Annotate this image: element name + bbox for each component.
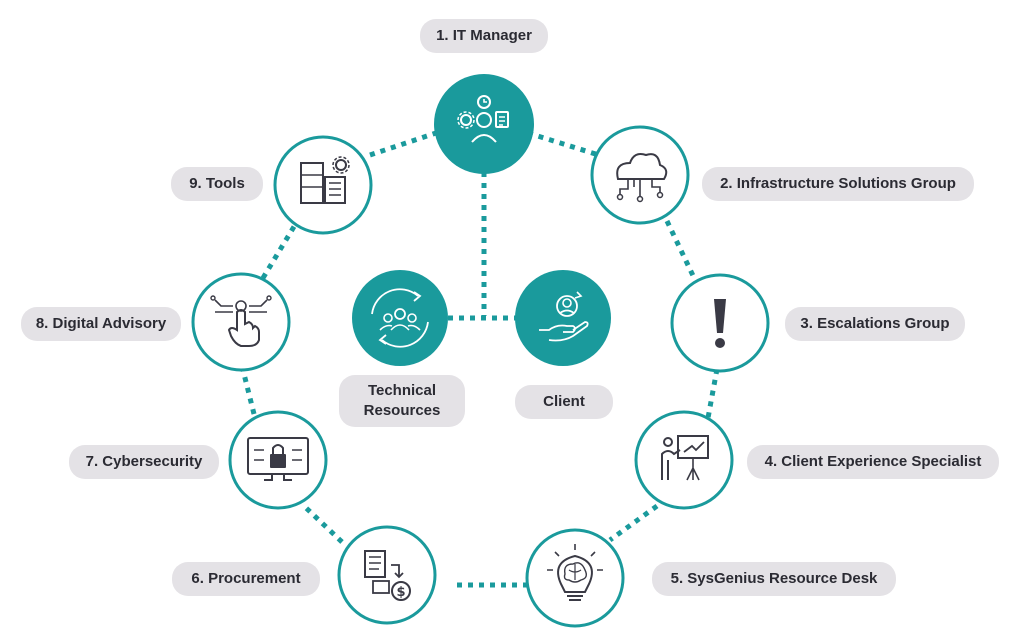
cloud-network-icon (616, 153, 668, 203)
node-cybersecurity (228, 410, 328, 510)
node-client-experience (634, 410, 734, 510)
node-circle (337, 525, 437, 625)
node-circle (352, 270, 448, 366)
server-gear-icon (300, 156, 350, 204)
hand-person-icon (539, 291, 589, 342)
node-circle (515, 270, 611, 366)
node-circle (590, 125, 690, 225)
presenter-chart-icon (661, 435, 709, 481)
node-tools (273, 135, 373, 235)
lightbulb-brain-icon (547, 544, 603, 601)
node-resource-desk (525, 528, 625, 628)
touch-network-icon (210, 295, 272, 347)
dotted-connectors (239, 130, 720, 588)
team-cycle-icon (371, 288, 429, 348)
node-escalations (670, 273, 770, 373)
node-infrastructure (590, 125, 690, 225)
svg-text:$: $ (396, 585, 405, 600)
nodes-layer: $ (191, 74, 770, 628)
label-escalations: 3. Escalations Group (785, 307, 965, 341)
exclamation-icon (714, 299, 726, 348)
monitor-lock-icon (247, 437, 309, 481)
label-client-experience: 4. Client Experience Specialist (747, 445, 999, 479)
label-client: Client (515, 385, 613, 419)
manager-gear-clipboard-icon (457, 95, 509, 143)
node-digital-advisory (191, 272, 291, 372)
node-circle (434, 74, 534, 174)
node-circle (634, 410, 734, 510)
label-cybersecurity: 7. Cybersecurity (69, 445, 219, 479)
label-digital-advisory: 8. Digital Advisory (21, 307, 181, 341)
label-tools: 9. Tools (171, 167, 263, 201)
label-procurement: 6. Procurement (172, 562, 320, 596)
node-client (515, 270, 611, 366)
label-it-manager: 1. IT Manager (420, 19, 548, 53)
node-it-manager (434, 74, 534, 174)
node-technical-resources (352, 270, 448, 366)
center-nodes-layer (352, 270, 611, 366)
invoice-dollar-icon: $ (364, 550, 411, 601)
label-infrastructure: 2. Infrastructure Solutions Group (702, 167, 974, 201)
node-procurement: $ (337, 525, 437, 625)
label-technical-resources: Technical Resources (339, 375, 465, 427)
node-circle (191, 272, 291, 372)
label-resource-desk: 5. SysGenius Resource Desk (652, 562, 896, 596)
